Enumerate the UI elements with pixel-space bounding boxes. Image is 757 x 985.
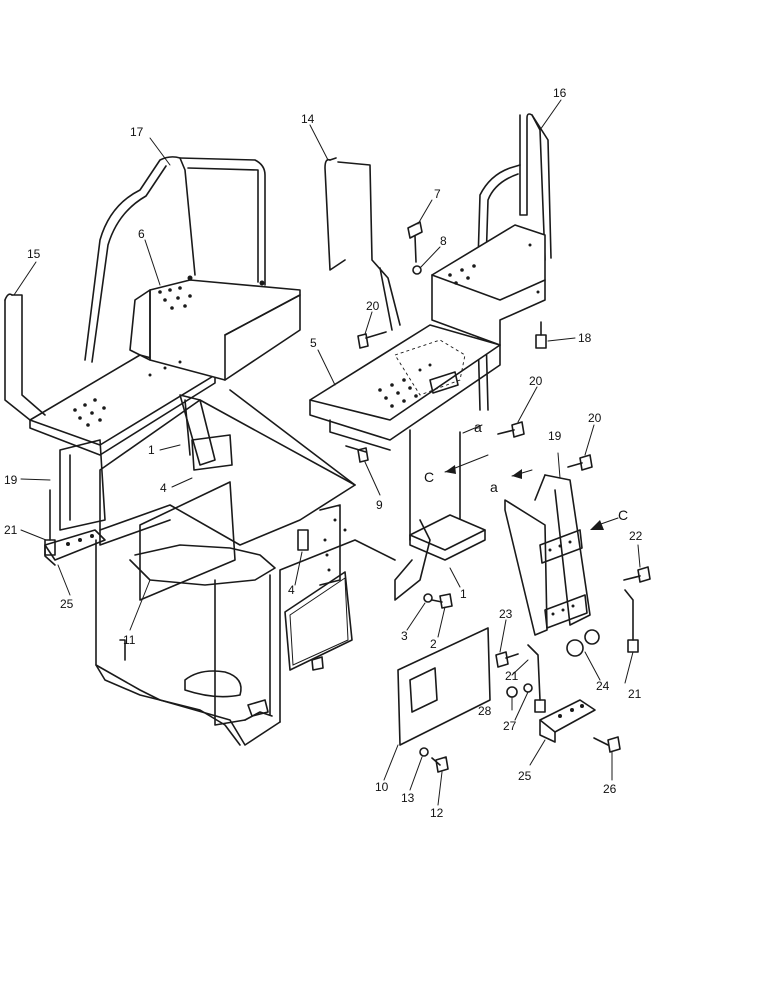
callout-21-mid: 21 bbox=[505, 669, 519, 683]
callout-11: 11 bbox=[123, 633, 136, 647]
callout-7: 7 bbox=[434, 187, 441, 201]
callout-14: 14 bbox=[301, 112, 315, 126]
callout-20-right: 20 bbox=[588, 411, 602, 425]
callout-13: 13 bbox=[401, 791, 415, 805]
main-frame-body bbox=[95, 389, 396, 746]
callout-9: 9 bbox=[376, 498, 383, 512]
callout-10: 10 bbox=[375, 780, 389, 794]
callout-27: 27 bbox=[503, 719, 517, 733]
callout-15: 15 bbox=[27, 247, 41, 261]
view-mark-c-right: C bbox=[618, 507, 628, 523]
callout-28: 28 bbox=[478, 704, 492, 718]
callout-22: 22 bbox=[629, 529, 643, 543]
view-arrows bbox=[445, 465, 604, 530]
callout-20-top: 20 bbox=[366, 299, 380, 313]
callout-20-mid: 20 bbox=[529, 374, 543, 388]
callout-21-right: 21 bbox=[628, 687, 642, 701]
callout-3: 3 bbox=[401, 629, 408, 643]
callout-19-left: 19 bbox=[4, 473, 18, 487]
callout-8: 8 bbox=[440, 234, 447, 248]
view-mark-a-top: a bbox=[474, 419, 482, 435]
callout-1-upper: 1 bbox=[148, 443, 155, 457]
callout-21-left: 21 bbox=[4, 523, 18, 537]
fasteners bbox=[345, 221, 651, 773]
callout-26: 26 bbox=[603, 782, 617, 796]
callout-17: 17 bbox=[130, 125, 144, 139]
callout-25-left: 25 bbox=[60, 597, 74, 611]
leader-lines bbox=[13, 99, 641, 806]
callout-2: 2 bbox=[430, 637, 437, 651]
callout-24: 24 bbox=[596, 679, 610, 693]
callout-19-right: 19 bbox=[548, 429, 562, 443]
left-step-assembly bbox=[29, 275, 301, 566]
view-mark-a-bottom: a bbox=[490, 479, 498, 495]
callout-labels: 17 6 15 14 16 7 8 20 5 18 20 20 19 1 4 1… bbox=[4, 86, 643, 820]
callout-1-lower: 1 bbox=[460, 587, 467, 601]
callout-23: 23 bbox=[499, 607, 513, 621]
callout-18: 18 bbox=[578, 331, 592, 345]
center-step-assembly bbox=[309, 224, 546, 746]
callout-4-lower: 4 bbox=[288, 583, 295, 597]
callout-25-right: 25 bbox=[518, 769, 532, 783]
callout-16: 16 bbox=[553, 86, 567, 100]
right-ladder bbox=[504, 474, 639, 743]
callout-6: 6 bbox=[138, 227, 145, 241]
callout-5: 5 bbox=[310, 336, 317, 350]
callout-4-upper: 4 bbox=[160, 481, 167, 495]
handrails bbox=[4, 113, 552, 421]
view-mark-c-left: C bbox=[424, 469, 434, 485]
callout-12: 12 bbox=[430, 806, 444, 820]
